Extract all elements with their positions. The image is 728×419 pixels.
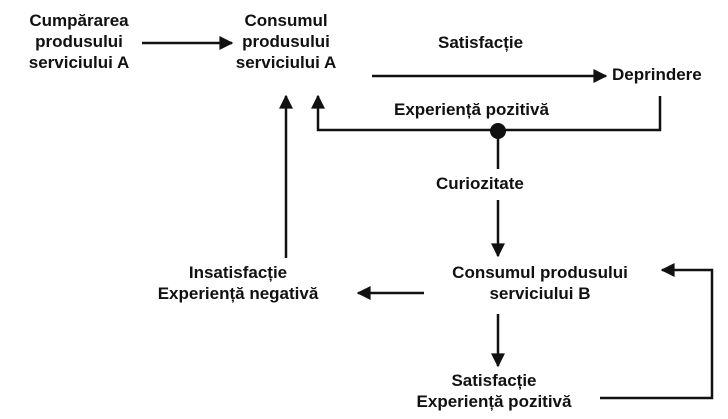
loop-habit-to-consume-a	[311, 94, 662, 132]
node-habit: Deprindere	[612, 65, 702, 84]
node-satisfaction-bottom-line-2: Experiență pozitivă	[416, 392, 572, 411]
label-curiosity: Curiozitate	[436, 174, 524, 193]
node-purchase-a: Cumpărarea produsului serviciului A	[4, 10, 154, 73]
node-dissatisfaction: Insatisfacție Experiență negativă	[130, 262, 346, 304]
node-satisfaction-bottom: Satisfacție Experiență pozitivă	[392, 370, 596, 412]
label-satisfaction-top: Satisfacție	[438, 33, 524, 52]
node-consumption-b-line-1: Consumul produsului	[452, 263, 628, 282]
loop-satisfaction-to-consume-b	[600, 263, 714, 400]
node-consumption-b-line-2: serviciului B	[489, 284, 591, 303]
node-purchase-a-line-2: produsului	[35, 32, 123, 51]
node-dissatisfaction-line-2: Experiență negativă	[157, 284, 319, 303]
node-dissatisfaction-line-1: Insatisfacție	[188, 263, 288, 282]
node-consumption-a-line-3: serviciului A	[235, 53, 337, 72]
node-consumption-a-line-2: produsului	[242, 32, 330, 51]
label-positive-experience-top: Experiență pozitivă	[394, 100, 549, 119]
node-consumption-b: Consumul produsului serviciului B	[420, 262, 660, 304]
node-purchase-a-line-3: serviciului A	[28, 53, 130, 72]
node-purchase-a-line-1: Cumpărarea	[29, 11, 129, 30]
node-satisfaction-bottom-line-1: Satisfacție	[451, 371, 537, 390]
node-consumption-a-line-1: Consumul	[244, 11, 328, 30]
node-consumption-a: Consumul produsului serviciului A	[226, 10, 346, 73]
